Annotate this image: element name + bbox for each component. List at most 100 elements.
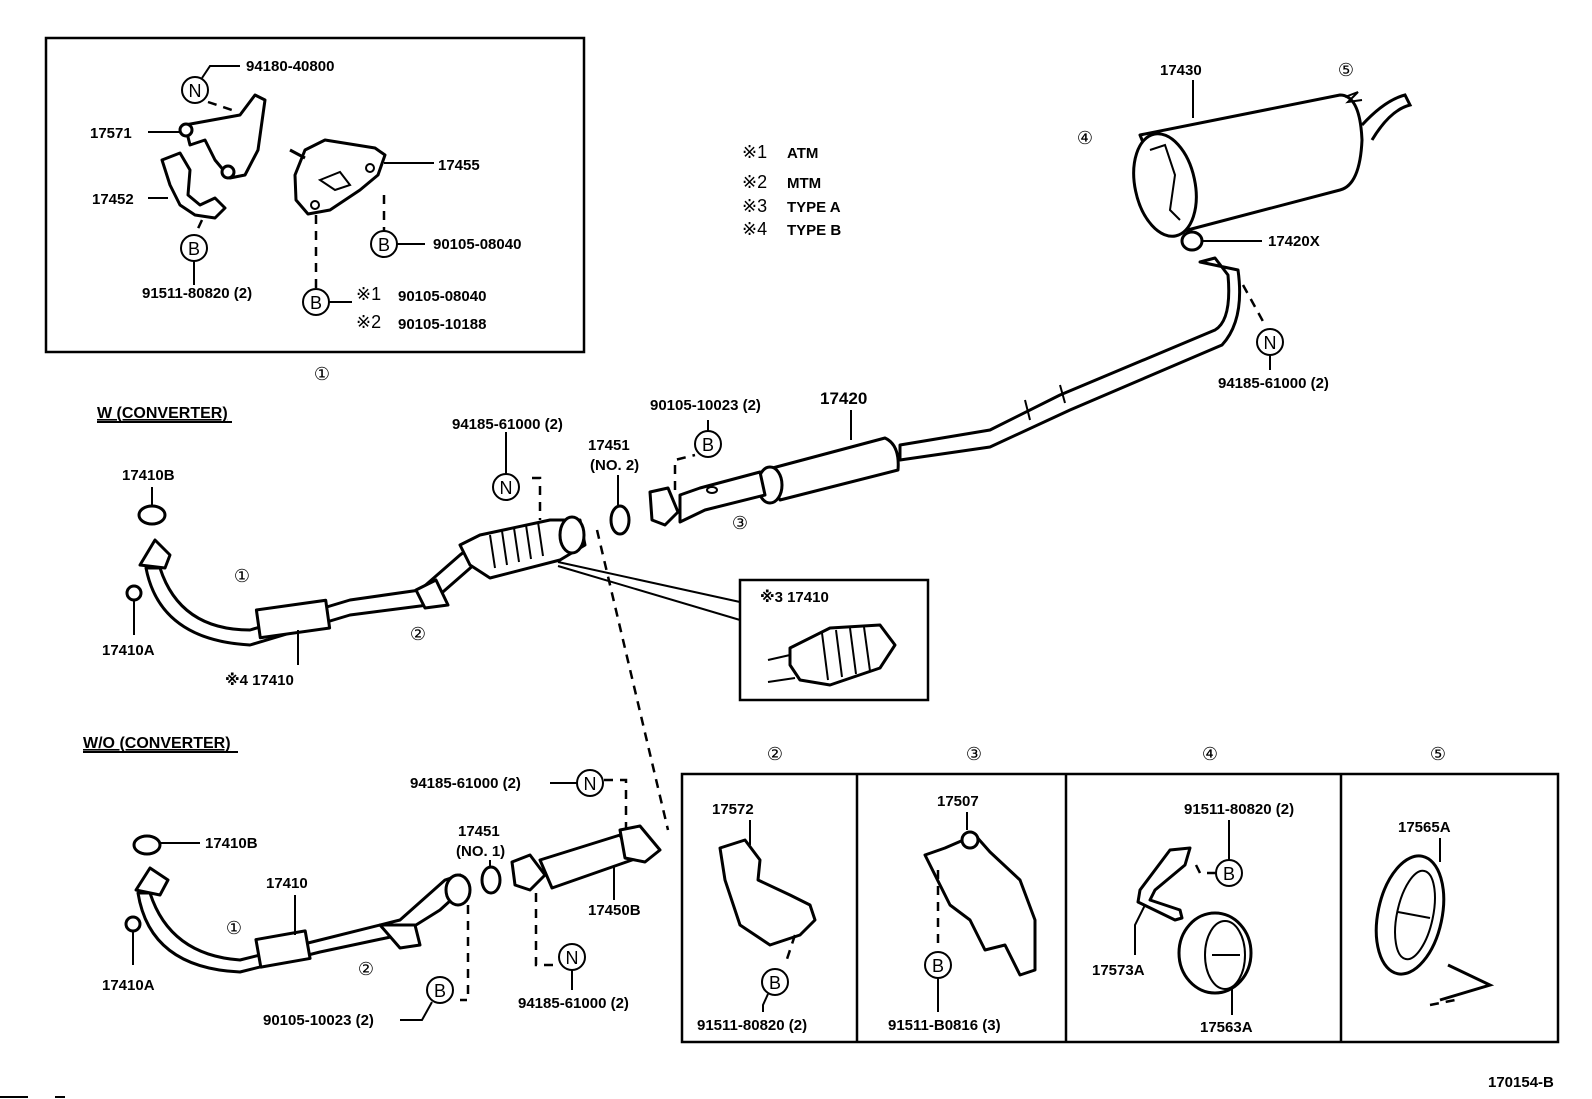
legend-mark-2: ※2 — [742, 172, 767, 192]
ref-3-callout: ③ — [732, 513, 748, 533]
nut-17410a-shape — [124, 915, 142, 933]
nut-17410a-shape — [125, 584, 143, 602]
gasket-17451-no1-shape — [480, 865, 502, 895]
bracket-bolt-head — [960, 830, 980, 850]
legend: ※1 ATM ※2 MTM ※3 TYPE A ※4 TYPE B — [742, 142, 841, 239]
ref-5-callout: ⑤ — [1338, 60, 1354, 80]
inset-1-frame — [44, 36, 586, 354]
detail-ref-3: ③ — [966, 744, 982, 764]
pipe-17450b-shape — [538, 833, 634, 890]
bracket-17507-shape — [923, 833, 1037, 977]
ref-1-callout: ① — [234, 566, 250, 586]
leader-line — [762, 993, 769, 1012]
inset-1-ref-number: ① — [314, 364, 330, 384]
catalytic-converter-shape — [458, 518, 587, 580]
dashed-leader — [193, 219, 204, 236]
part-label-17410-type-b: ※4 17410 — [225, 671, 294, 689]
detail-box-3: ③ 17507 B 91511-B0816 (3) — [888, 744, 1037, 1034]
bolt-badge-letter: B — [378, 235, 390, 255]
part-label-17410a-wo: 17410A — [102, 977, 155, 994]
part-label-17410b-wo: 17410B — [205, 835, 258, 852]
bolt-badge-letter: B — [188, 239, 200, 259]
part-label-17451-no1-sub: (NO. 1) — [456, 843, 505, 860]
section-header-w-converter: W (CONVERTER) — [97, 405, 228, 422]
part-label-17430: 17430 — [1160, 62, 1202, 79]
pipe-stub — [767, 677, 796, 683]
bolt-badge-letter: B — [434, 981, 446, 1001]
dashed-leader — [783, 934, 797, 966]
part-label-17455: 17455 — [438, 157, 480, 174]
gasket-17410b-shape — [132, 834, 162, 856]
part-label-91511-80820-box4: 91511-80820 (2) — [1184, 801, 1294, 818]
part-label-17451-no2: 17451 — [588, 437, 630, 454]
tailpipe-shape — [1360, 93, 1413, 141]
flange-shape — [510, 853, 547, 892]
rear-muffler-group: 17430 ④ ⑤ 17420X N 94185-61000 (2) — [1077, 60, 1413, 392]
legend-text-type-a: TYPE A — [787, 199, 841, 216]
part-label-91511-80820: 91511-80820 (2) — [142, 285, 252, 302]
part-label-17410b-w: 17410B — [122, 467, 175, 484]
detail-ref-5: ⑤ — [1430, 744, 1446, 764]
part-label-17410a-w: 17410A — [102, 642, 155, 659]
nut-badge-letter: N — [1264, 333, 1277, 353]
part-label-17571: 17571 — [90, 125, 132, 142]
hanger-rod — [1439, 963, 1495, 1002]
flange-shape — [618, 824, 662, 864]
part-label-17563a: 17563A — [1200, 1019, 1253, 1036]
gasket-17451-no2-shape — [609, 504, 631, 536]
dashed-leader — [207, 100, 239, 114]
part-label-90105-10188-mtm: 90105-10188 — [398, 316, 486, 333]
gasket-17410b-shape — [137, 504, 167, 526]
flange-shape — [134, 866, 170, 897]
ref-2-callout: ② — [410, 624, 426, 644]
part-label-94185-61000-wo-top: 94185-61000 (2) — [410, 775, 521, 792]
type-a-inset-frame — [738, 578, 930, 702]
insulator-17563a-shape — [1177, 911, 1253, 995]
bracket-hole — [178, 122, 194, 138]
front-pipe-mid-section — [254, 929, 312, 969]
part-label-91511-80820-box2: 91511-80820 (2) — [697, 1017, 807, 1034]
front-pipe-segment-shape — [678, 470, 767, 524]
stud-bolt — [289, 148, 306, 160]
type-a-inset: ※3 17410 — [738, 578, 930, 702]
dashed-leader — [1241, 284, 1267, 326]
part-label-17450b: 17450B — [588, 902, 641, 919]
part-label-90105-08040: 90105-08040 — [433, 236, 521, 253]
bracket-hole — [310, 200, 320, 210]
part-label-17507: 17507 — [937, 793, 979, 810]
dashed-leader — [1194, 864, 1216, 875]
part-label-90105-08040-atm: 90105-08040 — [398, 288, 486, 305]
part-label-94185-61000-wo-bottom: 94185-61000 (2) — [518, 995, 629, 1012]
center-pipe-rear-shape — [898, 256, 1242, 462]
ref-4-callout: ④ — [1077, 128, 1093, 148]
nut-badge-letter: N — [584, 774, 597, 794]
leader-line — [1134, 904, 1146, 955]
nut-badge-letter: N — [500, 478, 513, 498]
part-label-94185-61000-w: 94185-61000 (2) — [452, 416, 563, 433]
ref-2-callout: ② — [358, 959, 374, 979]
ref-1-callout: ① — [226, 918, 242, 938]
part-label-94185-61000-rear: 94185-61000 (2) — [1218, 375, 1329, 392]
front-pipe-catalyst-section — [254, 598, 332, 640]
converter-ribs — [489, 521, 544, 569]
bolt-badge-icon — [426, 976, 454, 1004]
part-label-17410-wo: 17410 — [266, 875, 308, 892]
legend-text-atm: ATM — [787, 145, 818, 162]
dashed-leader — [534, 893, 555, 967]
bolt-badge-letter: B — [1223, 864, 1235, 884]
insulator-inner — [1204, 920, 1246, 990]
part-label-17420x: 17420X — [1268, 233, 1320, 250]
detail-boxes: ② 17572 B 91511-80820 (2) ③ 17507 B 9151… — [680, 744, 1560, 1044]
bracket-17572-shape — [718, 838, 817, 947]
nut-badge-letter: N — [189, 81, 202, 101]
inset-1-group: N 94180-40800 17571 17452 B 91511-80820 … — [44, 36, 586, 384]
part-label-17451-no2-sub: (NO. 2) — [590, 457, 639, 474]
legend-mark-1: ※1 — [742, 142, 767, 162]
legend-mark-3: ※3 — [742, 196, 767, 216]
bolt-badge-letter: B — [310, 293, 322, 313]
hanger-rod — [1344, 91, 1363, 104]
legend-mark-4: ※4 — [742, 219, 767, 239]
bolt-badge-letter: B — [702, 435, 714, 455]
legend-text-mtm: MTM — [787, 175, 821, 192]
